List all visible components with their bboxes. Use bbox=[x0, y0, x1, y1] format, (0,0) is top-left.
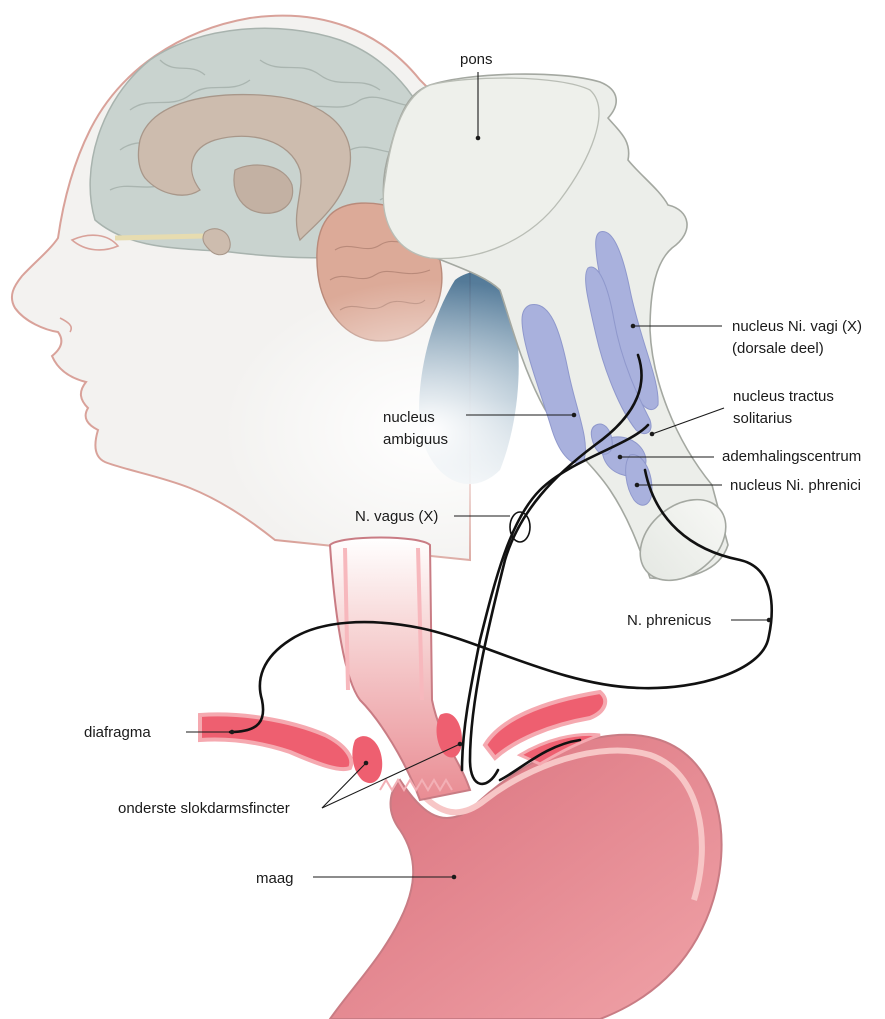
diaphragm-left bbox=[200, 714, 351, 769]
label-ambiguus-line2: ambiguus bbox=[383, 431, 448, 448]
annotation-phrenicus: N. phrenicus bbox=[627, 612, 771, 629]
label-ademhaling: ademhalingscentrum bbox=[722, 448, 861, 465]
label-ambiguus-line1: nucleus bbox=[383, 409, 435, 426]
sphincter-left bbox=[352, 736, 382, 783]
label-phrenicus: N. phrenicus bbox=[627, 612, 711, 629]
label-phrenici: nucleus Ni. phrenici bbox=[730, 477, 861, 494]
label-nucleus-vagi-line2: (dorsale deel) bbox=[732, 340, 824, 357]
olfactory-tract bbox=[115, 236, 205, 238]
label-maag: maag bbox=[256, 870, 294, 887]
label-nucleus-vagi-line1: nucleus Ni. vagi (X) bbox=[732, 318, 862, 335]
label-tractus-line2: solitarius bbox=[733, 410, 792, 427]
label-diafragma: diafragma bbox=[84, 724, 151, 741]
abdomen bbox=[200, 538, 722, 1019]
label-pons: pons bbox=[460, 51, 493, 68]
annotation-nucleus-vagi: nucleus Ni. vagi (X) (dorsale deel) bbox=[631, 318, 862, 357]
label-vagus: N. vagus (X) bbox=[355, 508, 438, 525]
label-sfincter: onderste slokdarmsfincter bbox=[118, 800, 290, 817]
label-tractus-line1: nucleus tractus bbox=[733, 388, 834, 405]
